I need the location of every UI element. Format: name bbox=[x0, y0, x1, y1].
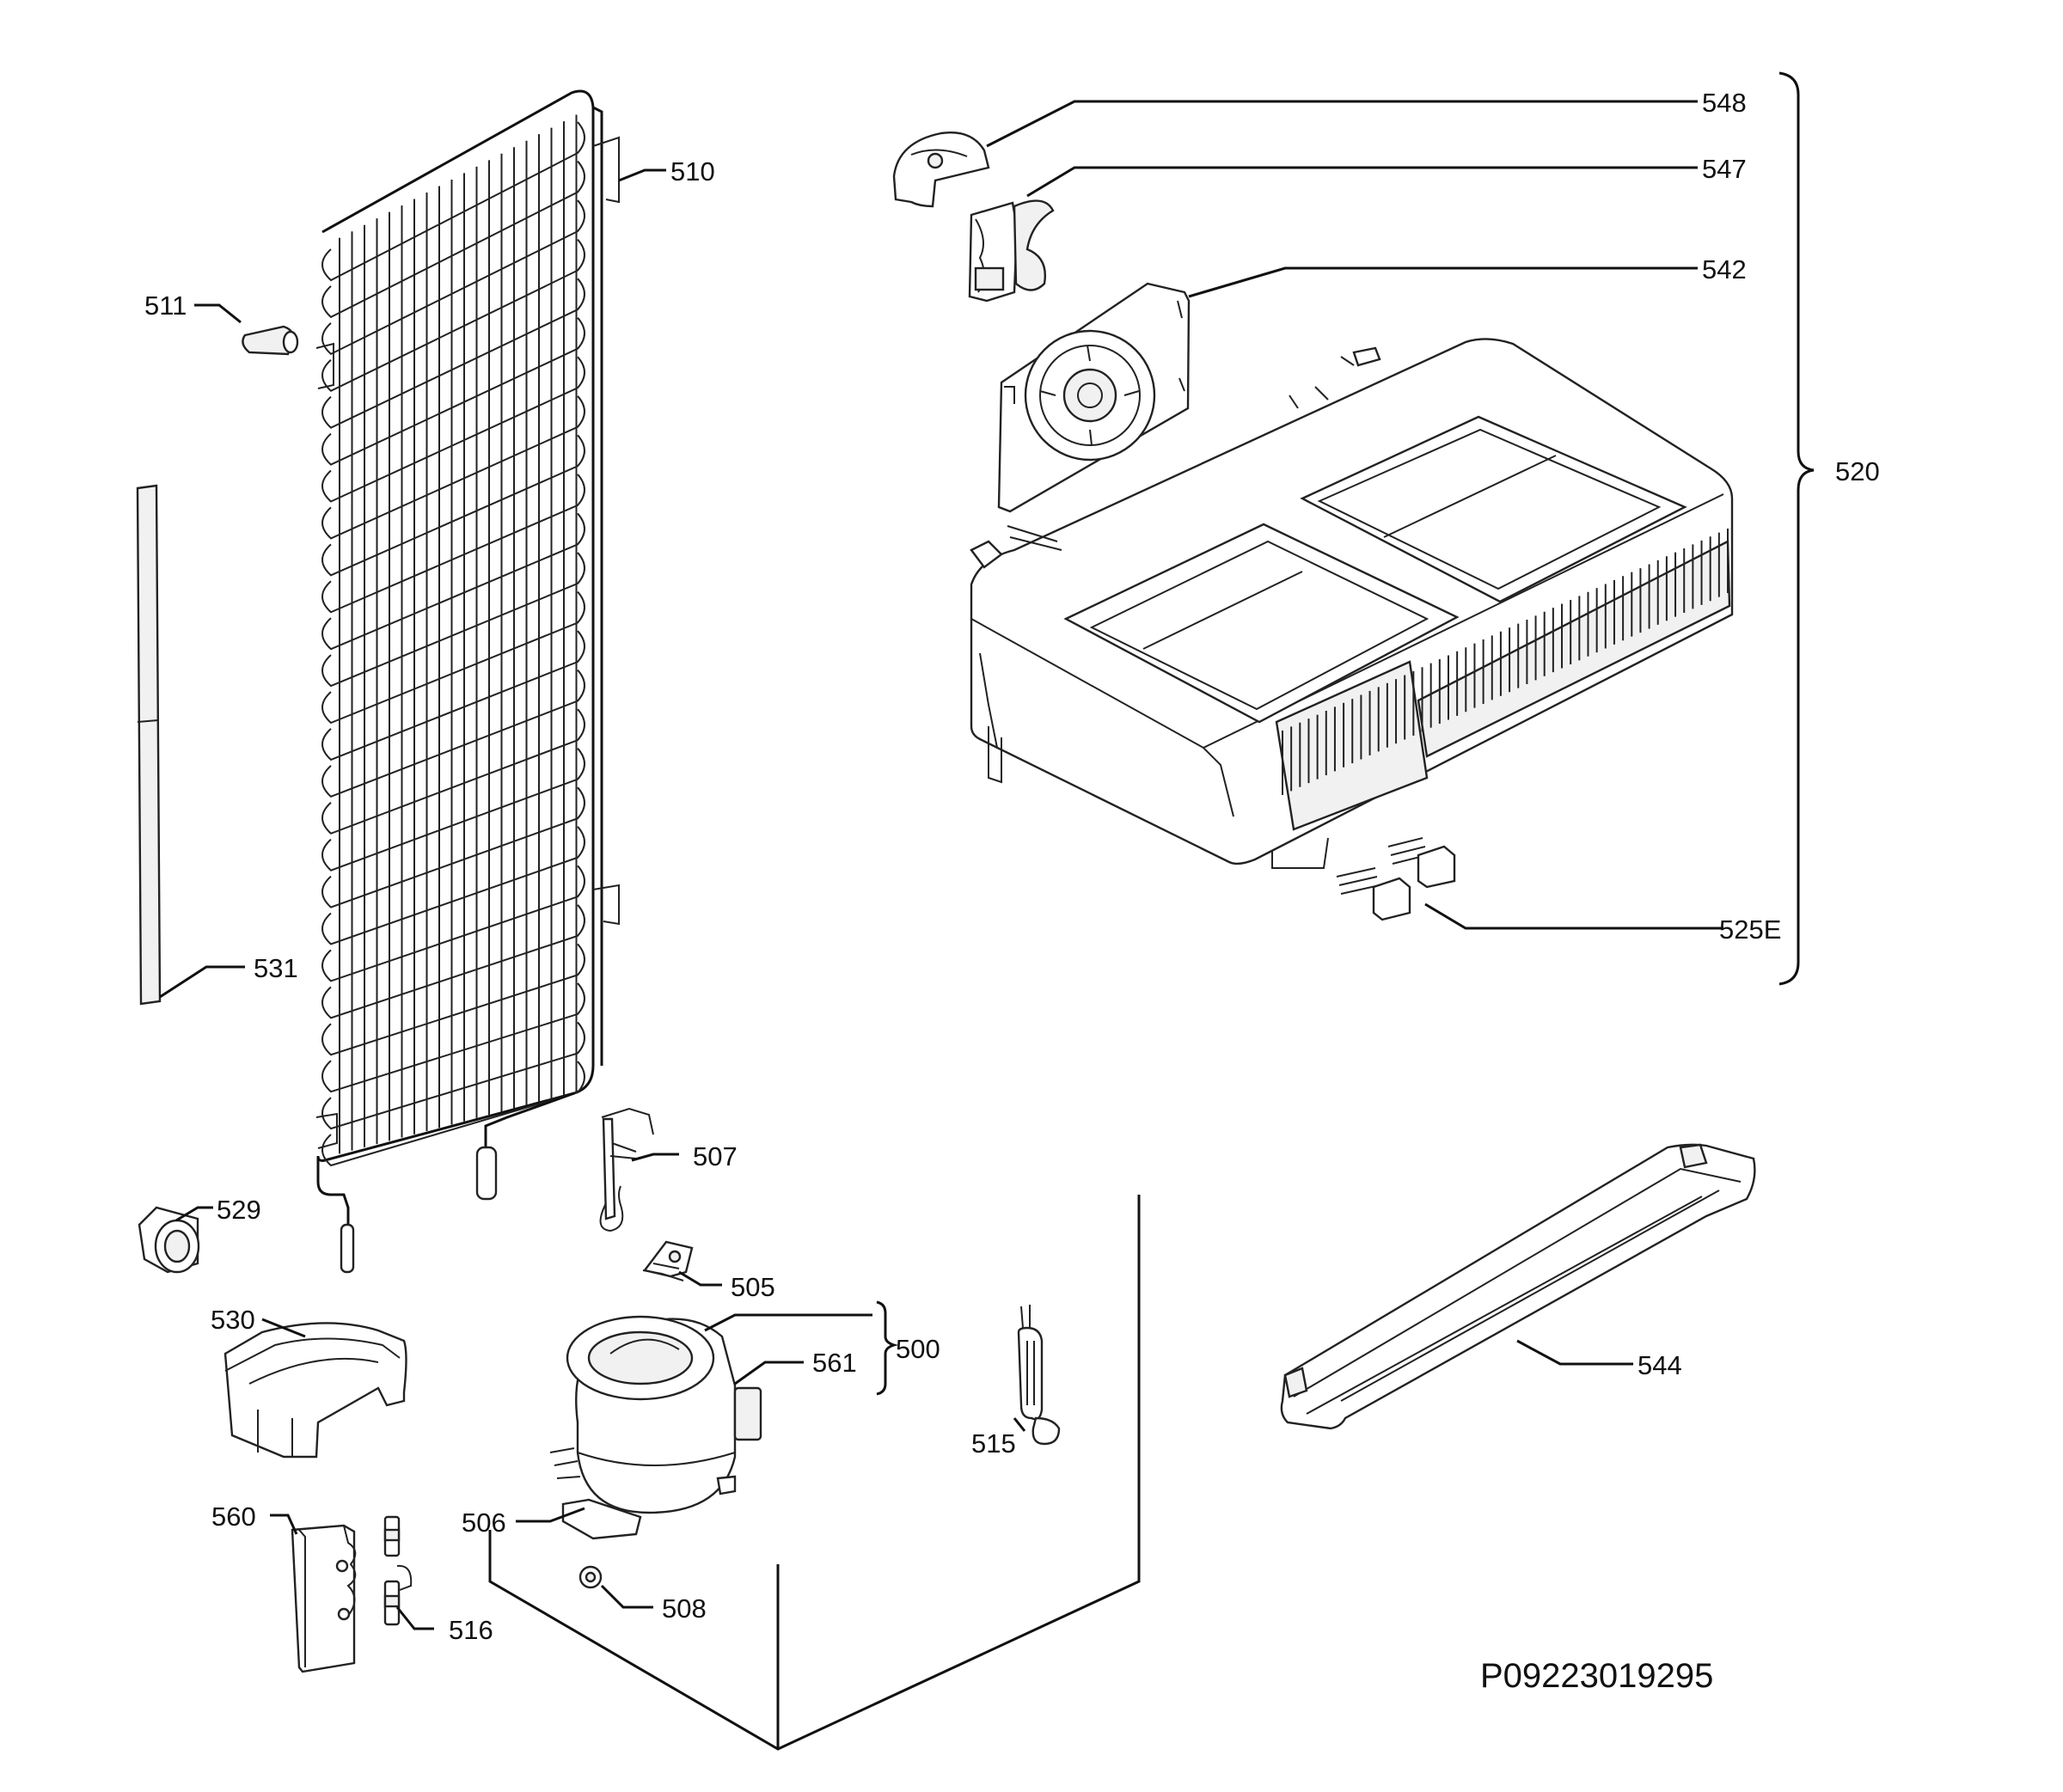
coil-loop bbox=[321, 630, 585, 761]
coil-loop bbox=[321, 826, 585, 945]
label-544: 544 bbox=[1638, 1350, 1682, 1380]
label-520: 520 bbox=[1835, 456, 1880, 486]
coil-loop bbox=[321, 904, 585, 1019]
coil-loop bbox=[321, 1021, 585, 1130]
coil-loop bbox=[321, 943, 585, 1056]
cover-fins bbox=[1282, 529, 1729, 795]
coil-loop bbox=[321, 669, 585, 798]
part-500-compressor bbox=[516, 1300, 899, 1540]
coil-loop bbox=[321, 590, 585, 725]
label-531: 531 bbox=[254, 953, 298, 983]
part-511-clip bbox=[194, 303, 299, 356]
part-525e-connectors bbox=[1336, 837, 1723, 930]
label-505: 505 bbox=[731, 1272, 775, 1302]
label-506: 506 bbox=[462, 1508, 506, 1538]
part-508-grommet bbox=[578, 1565, 653, 1609]
part-560-bracket bbox=[270, 1514, 357, 1673]
coil-loop bbox=[321, 474, 585, 614]
part-516-clips bbox=[383, 1515, 434, 1630]
base-plate-outline bbox=[488, 1195, 1141, 1751]
coil-loop bbox=[321, 865, 585, 982]
coil-loop bbox=[321, 512, 585, 651]
coil-loop bbox=[321, 748, 585, 872]
part-544-rail bbox=[1280, 1143, 1756, 1430]
part-548-bracket bbox=[892, 100, 1698, 208]
label-510: 510 bbox=[670, 156, 715, 187]
condenser-510 bbox=[315, 89, 620, 1274]
label-530: 530 bbox=[211, 1305, 255, 1335]
coil-loop bbox=[321, 238, 585, 392]
label-529: 529 bbox=[217, 1195, 261, 1225]
label-515: 515 bbox=[971, 1428, 1016, 1459]
coil-loop bbox=[321, 552, 585, 688]
coil-loop bbox=[321, 317, 585, 466]
label-507: 507 bbox=[693, 1141, 738, 1171]
coil-loop bbox=[321, 395, 585, 540]
label-561: 561 bbox=[812, 1348, 857, 1378]
part-530-tray bbox=[223, 1318, 407, 1459]
part-507-sensor bbox=[599, 1107, 679, 1232]
coil-loop bbox=[321, 1061, 585, 1167]
part-542-fan-housing bbox=[997, 266, 1698, 513]
label-548: 548 bbox=[1702, 88, 1747, 118]
coil-loop bbox=[321, 434, 585, 577]
label-508: 508 bbox=[662, 1593, 707, 1624]
part-547-fan-motor bbox=[968, 166, 1698, 303]
part-515-cable bbox=[1013, 1305, 1061, 1446]
condenser-coils bbox=[321, 114, 585, 1167]
label-525e: 525E bbox=[1719, 914, 1781, 945]
label-511: 511 bbox=[144, 291, 187, 321]
coil-loop bbox=[321, 708, 585, 835]
coil-loop bbox=[321, 121, 585, 282]
coil-loop bbox=[321, 160, 585, 319]
label-542: 542 bbox=[1702, 254, 1747, 284]
coil-loop bbox=[321, 982, 585, 1093]
part-529-grommet bbox=[138, 1206, 213, 1274]
part-505-bracket bbox=[642, 1240, 722, 1287]
coil-loop bbox=[321, 786, 585, 908]
part-520-evaporator-cover bbox=[970, 338, 1734, 869]
drawing-code: P09223019295 bbox=[1480, 1657, 1713, 1695]
part-531-rod bbox=[136, 484, 245, 1006]
coil-loop bbox=[321, 278, 585, 429]
leader-510 bbox=[618, 168, 666, 182]
coil-loop bbox=[321, 356, 585, 503]
label-560: 560 bbox=[211, 1501, 256, 1532]
coil-loop bbox=[321, 199, 585, 356]
label-516: 516 bbox=[449, 1615, 493, 1645]
group-bracket-520 bbox=[1778, 71, 1815, 986]
label-500: 500 bbox=[896, 1334, 940, 1364]
label-547: 547 bbox=[1702, 154, 1747, 184]
